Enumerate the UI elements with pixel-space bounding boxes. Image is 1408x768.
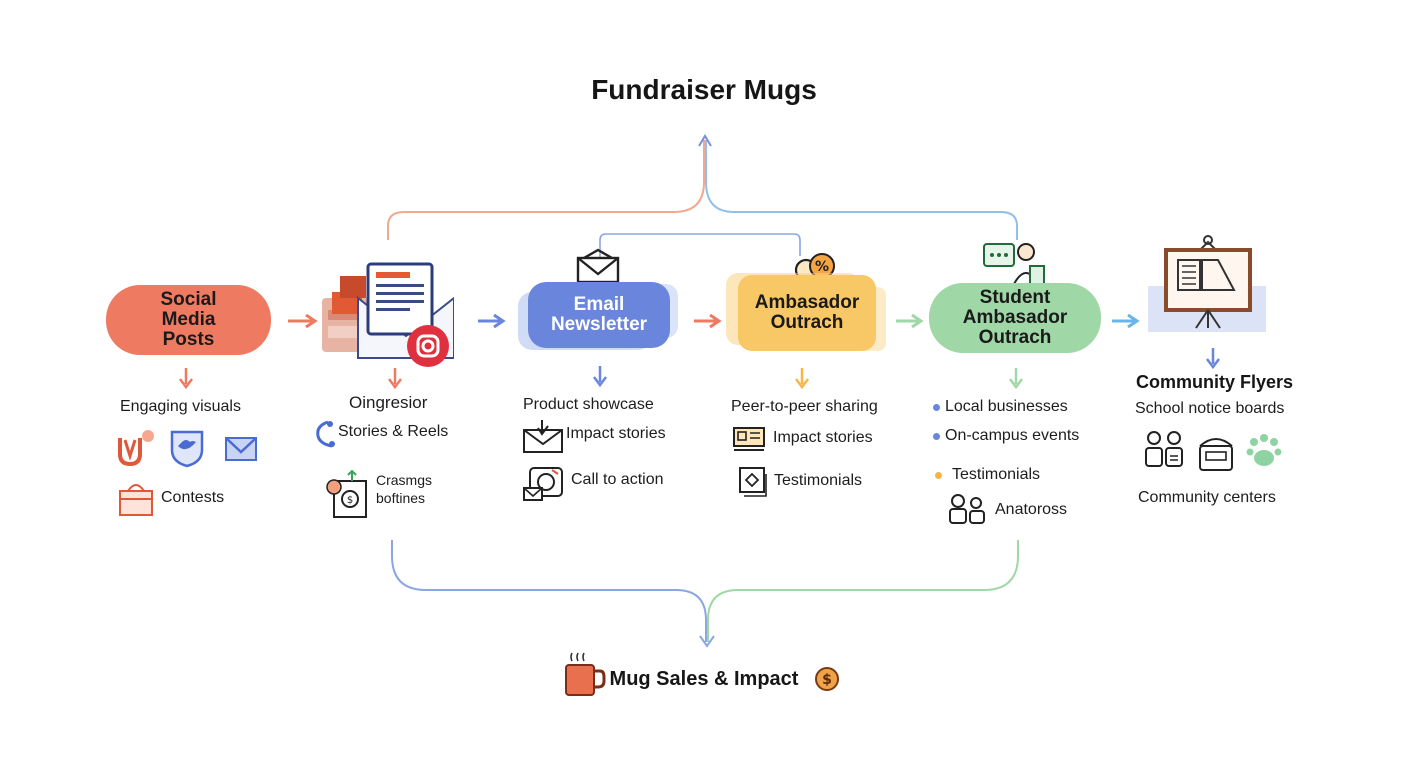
text-community-centers: Community centers [1138, 489, 1276, 506]
down-arrow-instagram [388, 368, 402, 390]
text-anatoross: Anatoross [995, 501, 1068, 518]
community-icons-row [1145, 431, 1282, 471]
node-community-flyers: Community Flyers [1136, 372, 1294, 392]
node-email-newsletter: Email Newsletter [528, 282, 670, 348]
bottom-connector-blue [391, 540, 707, 642]
node-label: Media [161, 309, 216, 330]
people-board-icon [1145, 431, 1183, 467]
social-icons-row [118, 430, 257, 468]
node-label: Outrach [770, 312, 844, 333]
book-icon [733, 427, 765, 451]
text-stories-reels: Stories & Reels [338, 423, 449, 440]
arrow-email-to-ambassador [694, 313, 722, 329]
down-arrow-social [179, 368, 193, 390]
node-label: Student [979, 287, 1051, 308]
arrow-social-to-instagram [288, 313, 318, 329]
node-label: Email [573, 294, 625, 315]
target-icon [523, 467, 563, 501]
twitter-shield-icon [170, 430, 204, 468]
text-crasmgs-1: Crasmgs [376, 472, 433, 488]
svg-text:$: $ [347, 495, 353, 506]
text-school-notice-boards: School notice boards [1135, 400, 1285, 417]
gift-icon [119, 484, 153, 516]
node-label: Social [160, 289, 217, 310]
click-envelope-icon [523, 420, 563, 453]
node-label: Newsletter [550, 314, 648, 335]
page-title: Fundraiser Mugs [591, 74, 817, 105]
student-chat-icon [983, 243, 1045, 285]
top-connector-blue [705, 140, 1018, 240]
flyer-easel-icon [1148, 235, 1266, 332]
footer-mug-sales: Mug Sales & Impact [609, 668, 799, 690]
mug-icon [565, 652, 606, 696]
mail-icon [225, 437, 257, 461]
phone-icon [316, 420, 335, 448]
text-impact-stories-email: Impact stories [566, 425, 666, 442]
arrow-ambassador-to-student [896, 313, 924, 329]
text-product-showcase: Product showcase [523, 396, 654, 413]
text-engaging-visuals: Engaging visuals [120, 398, 241, 415]
bottom-arrowhead [699, 635, 715, 648]
bullet-dot [935, 472, 942, 479]
node-label: Posts [162, 329, 215, 350]
bottom-connector-green [707, 540, 1019, 642]
arrow-instagram-to-email [478, 313, 506, 329]
top-arrowhead [698, 134, 712, 147]
pinterest-icon [118, 430, 154, 467]
wallet-icon: $ [326, 469, 367, 518]
building-icon [1199, 438, 1233, 471]
node-student-ambassador-outreach: Student Ambasador Outrach [929, 283, 1101, 353]
dollar-coin-icon: $ [815, 667, 839, 691]
text-crasmgs-2: boftines [376, 490, 426, 506]
text-testimonials-student: Testimonials [952, 466, 1041, 483]
email-ambassador-link [599, 233, 801, 262]
node-label: Ambasador [754, 292, 860, 313]
text-peer-to-peer: Peer-to-peer sharing [731, 398, 878, 415]
top-connector-orange [387, 140, 705, 240]
paw-icon [1246, 434, 1282, 466]
text-local-businesses: Local businesses [945, 398, 1068, 415]
text-contests: Contests [161, 489, 225, 506]
down-arrow-flyers [1206, 348, 1220, 370]
envelope-icon [576, 248, 620, 284]
arrow-student-to-flyers [1112, 313, 1140, 329]
bullet-dot [933, 433, 940, 440]
down-arrow-ambassador [795, 368, 809, 390]
down-arrow-email [593, 366, 607, 388]
text-call-to-action: Call to action [571, 471, 664, 488]
svg-text:$: $ [822, 672, 832, 688]
people-icon [949, 494, 985, 524]
text-testimonials-ambassador: Testimonials [774, 472, 863, 489]
text-impact-stories-ambassador: Impact stories [773, 429, 873, 446]
node-social-media-posts: Social Media Posts [106, 285, 271, 355]
bullet-dot [933, 404, 940, 411]
node-label: Ambasador [962, 307, 1068, 328]
text-on-campus-events: On-campus events [945, 427, 1080, 444]
text-instagram-heading: Oingresior [349, 393, 428, 412]
svg-text:%: % [815, 259, 829, 275]
node-ambassador-outreach: Ambasador Outrach [738, 275, 876, 351]
instagram-mail-icon [322, 262, 454, 367]
node-label: Outrach [978, 327, 1052, 348]
testimonial-card-icon [739, 467, 767, 497]
down-arrow-student [1009, 368, 1023, 390]
